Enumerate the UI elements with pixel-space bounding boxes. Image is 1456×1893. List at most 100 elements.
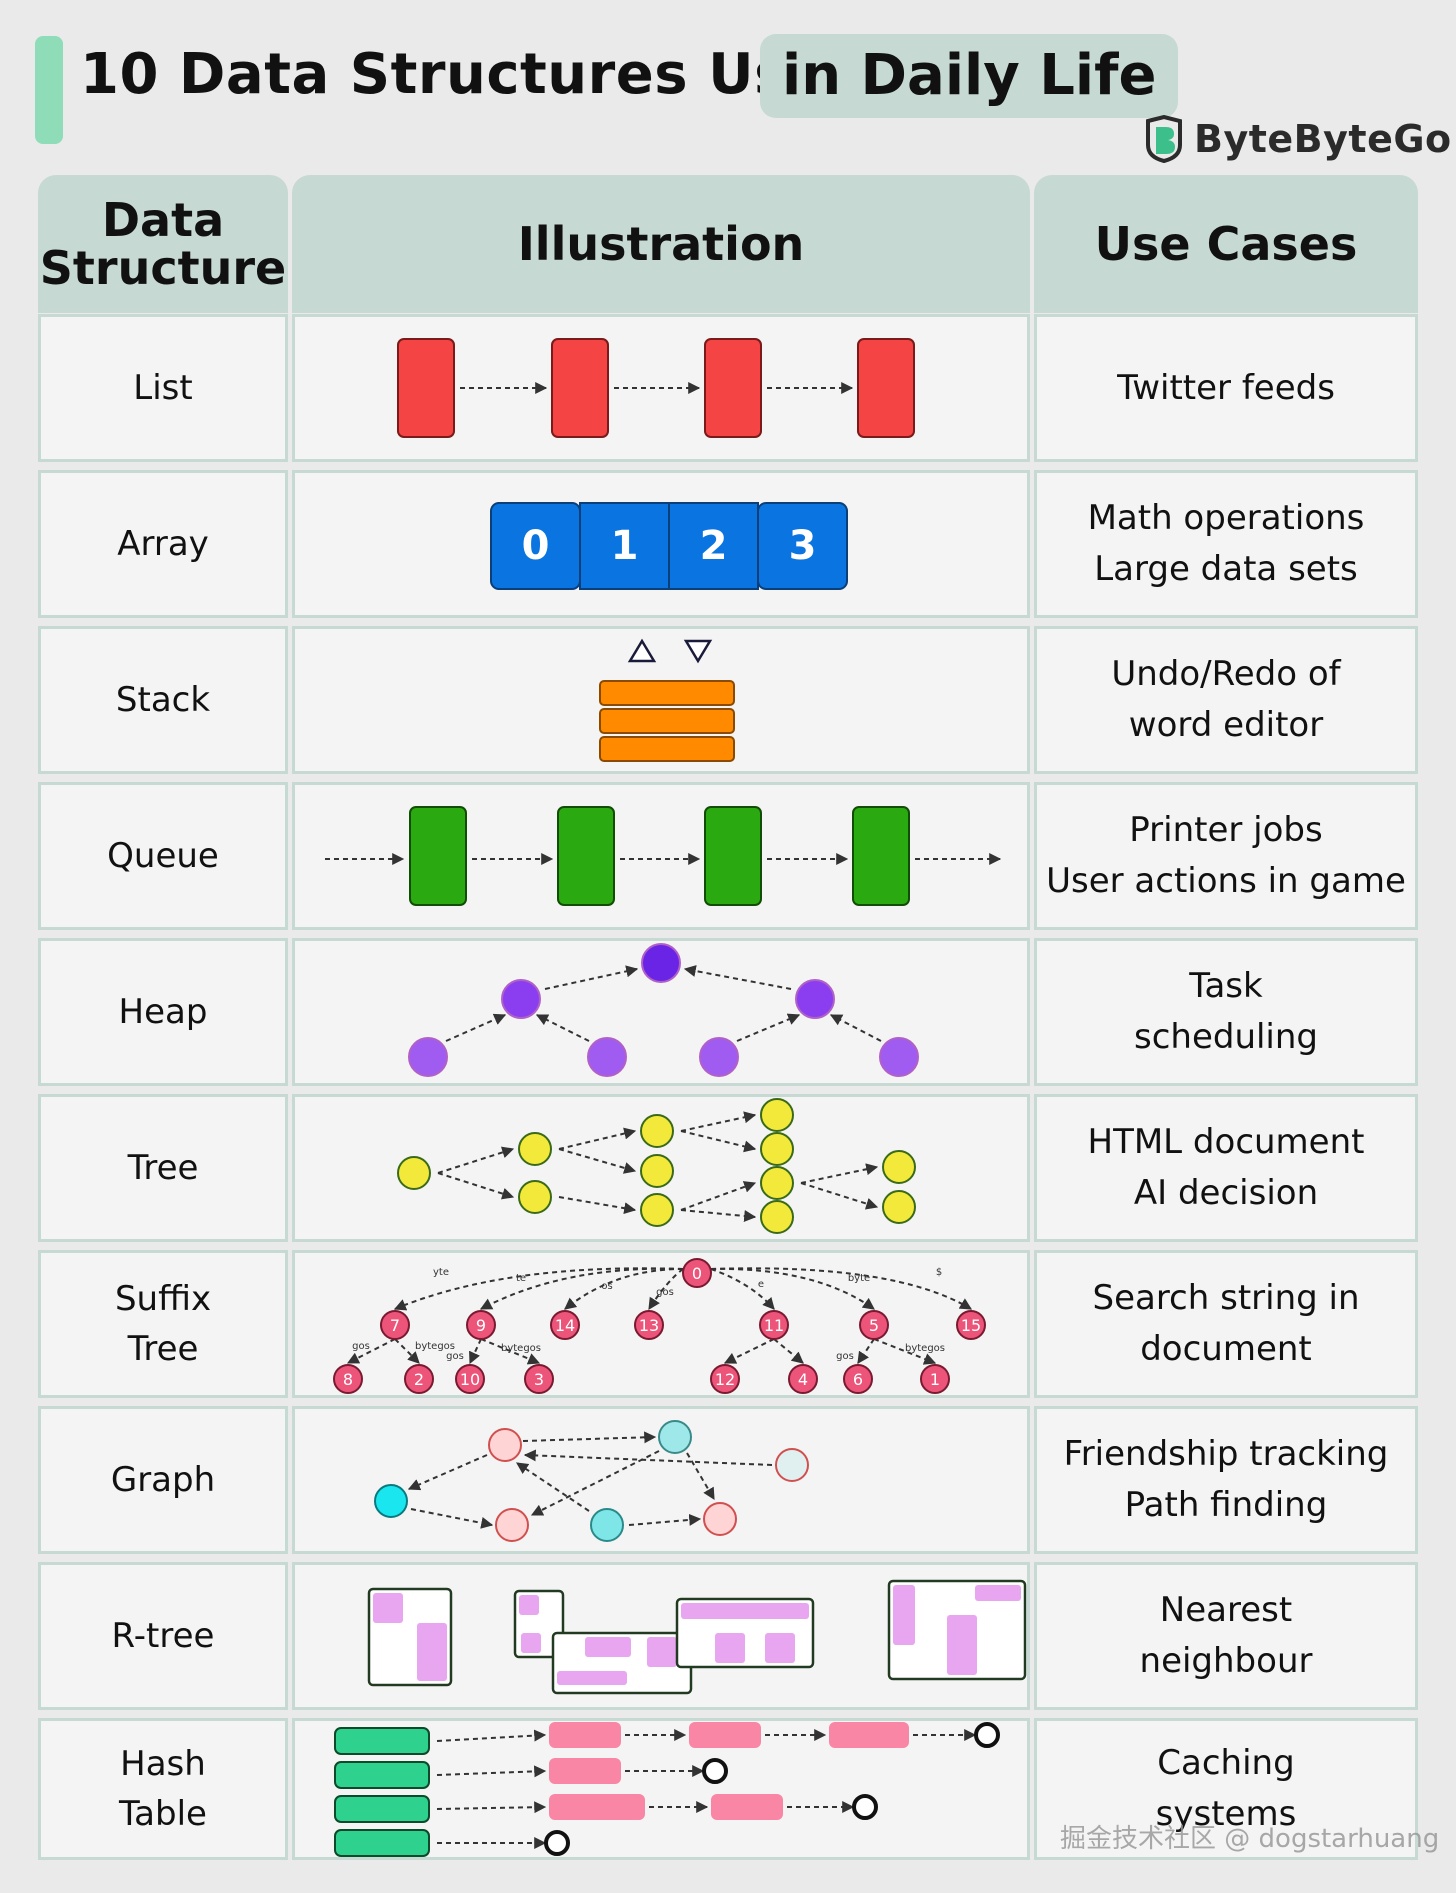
suffix-tree-node	[524, 1364, 554, 1394]
tree-node	[518, 1180, 552, 1214]
hash-bucket	[334, 1727, 430, 1755]
suffix-edge-label: gos	[446, 1351, 464, 1362]
illustration-cell	[292, 1094, 1030, 1242]
array-cell	[668, 502, 759, 590]
suffix-tree-node-label: 6	[853, 1370, 863, 1389]
structure-name-cell: Tree	[38, 1094, 288, 1242]
use-case-cell: Search string in document	[1034, 1250, 1418, 1398]
queue-element	[852, 806, 910, 906]
suffix-edge-label: yte	[433, 1267, 449, 1278]
page-title: 10 Data Structures Used	[80, 42, 867, 107]
r-tree-region	[521, 1633, 541, 1653]
illustration-cell	[292, 782, 1030, 930]
null-pointer-icon	[544, 1830, 570, 1856]
heap-leaf-node	[699, 1037, 739, 1077]
edge-arrow	[437, 1172, 515, 1200]
structure-name: Stack	[115, 680, 211, 720]
title-accent-bar	[35, 36, 63, 144]
stack-element	[599, 736, 735, 762]
edge-arrow	[873, 1338, 937, 1365]
row-r-tree: R-tree Nearest neighbour	[38, 1562, 1418, 1710]
suffix-tree-node-label: 13	[639, 1316, 659, 1335]
edge-arrow	[680, 1130, 757, 1153]
edge-arrow	[530, 1450, 660, 1516]
edge-arrow	[469, 1338, 482, 1365]
use-case-text: Undo/Redo of word editor	[1111, 654, 1341, 745]
illustration-cell	[292, 1406, 1030, 1554]
array-cell-value: 0	[522, 523, 550, 569]
edge-arrow	[445, 1013, 507, 1042]
tree-node	[760, 1132, 794, 1166]
edge-arrow	[516, 1462, 590, 1512]
structure-name-cell: Stack	[38, 626, 288, 774]
edge-arrow	[436, 1729, 547, 1742]
suffix-tree-node-label: 9	[476, 1316, 486, 1335]
edge-arrow	[857, 1338, 875, 1364]
structure-name-cell: Suffix Tree	[38, 1250, 288, 1398]
brand: ByteByteGo	[1144, 113, 1452, 165]
edge-arrow	[479, 1267, 684, 1310]
row-tree: Tree HTML document AI decision	[38, 1094, 1418, 1242]
edge-arrow	[680, 1209, 757, 1222]
heap-node	[795, 979, 835, 1019]
array-cell	[757, 502, 848, 590]
suffix-edge-label: gos	[836, 1351, 854, 1362]
use-case-text: HTML document AI decision	[1087, 1122, 1365, 1213]
tree-node	[640, 1114, 674, 1148]
structure-name: Heap	[118, 992, 208, 1032]
suffix-tree-node-label: 7	[390, 1316, 400, 1335]
edge-arrow	[648, 1268, 684, 1311]
header-illustration-label: Illustration	[517, 217, 805, 271]
illustration-r-tree	[367, 1579, 1027, 1695]
graph-node	[703, 1502, 737, 1536]
use-case-cell: Nearest neighbour	[1034, 1562, 1418, 1710]
suffix-tree-node-label: 11	[764, 1316, 784, 1335]
watermark: 掘金技术社区 @ dogstarhuang	[1060, 1824, 1440, 1854]
structure-name-cell: Array	[38, 470, 288, 618]
illustration-stack	[599, 638, 735, 762]
suffix-tree-node	[710, 1364, 740, 1394]
queue-element	[557, 806, 615, 906]
use-case-cell: Task scheduling	[1034, 938, 1418, 1086]
structure-name-cell: R-tree	[38, 1562, 288, 1710]
use-case-cell: Printer jobs User actions in game	[1034, 782, 1418, 930]
suffix-tree-node-label: 3	[534, 1370, 544, 1389]
illustration-queue	[325, 806, 1002, 906]
illustration-tree	[397, 1098, 916, 1234]
r-tree-region	[647, 1637, 677, 1667]
heap-leaf-node	[587, 1037, 627, 1077]
suffix-tree-node-label: 5	[869, 1316, 879, 1335]
structure-name-cell: List	[38, 314, 288, 462]
edge-arrow	[683, 965, 792, 990]
tree-node	[760, 1098, 794, 1132]
tree-node	[760, 1166, 794, 1200]
edge-arrow	[437, 1146, 515, 1174]
edge-arrow	[710, 1267, 973, 1310]
structure-name-cell: Heap	[38, 938, 288, 1086]
page-title-highlight: in Daily Life	[760, 34, 1179, 118]
hash-entry	[829, 1722, 909, 1748]
heap-leaf-node	[408, 1037, 448, 1077]
tree-node	[760, 1200, 794, 1234]
suffix-tree-node	[404, 1364, 434, 1394]
use-case-text: Caching systems	[1155, 1743, 1297, 1834]
use-case-cell: Caching systems	[1034, 1718, 1418, 1860]
illustration-cell	[292, 1718, 1030, 1860]
structure-name: Tree	[127, 1148, 199, 1188]
illustration-cell	[292, 626, 1030, 774]
hash-bucket	[334, 1829, 430, 1857]
use-case-cell: Undo/Redo of word editor	[1034, 626, 1418, 774]
row-hash-table: Hash Table Caching systems	[38, 1718, 1418, 1860]
edge-arrow	[558, 1148, 637, 1174]
structure-name: Hash Table	[119, 1744, 207, 1834]
brand-name: ByteByteGo	[1194, 117, 1452, 161]
list-node	[551, 338, 609, 438]
suffix-tree-node-label: 1	[930, 1370, 940, 1389]
tree-node	[882, 1150, 916, 1184]
illustration-graph	[374, 1420, 809, 1542]
row-heap: Heap Task scheduling	[38, 938, 1418, 1086]
graph-node	[658, 1420, 692, 1454]
list-node	[857, 338, 915, 438]
